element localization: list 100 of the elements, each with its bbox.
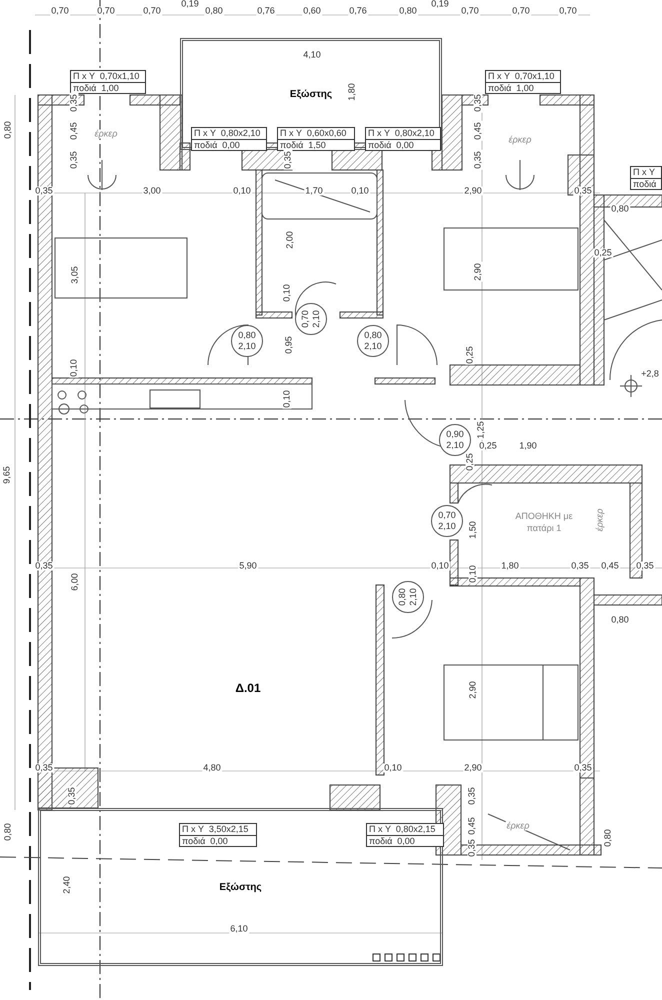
dimension-text: 0,35 <box>468 838 476 858</box>
window-spec-text: Π x Υ 0,80x2,10 <box>192 128 266 140</box>
dimension-text: 0,25 <box>466 452 474 472</box>
window-spec-tag <box>179 823 257 847</box>
dimension-text: 0,45 <box>600 562 620 570</box>
window-spec-text: ποδιά 0,00 <box>193 140 241 151</box>
dimension-text: 1,80 <box>500 562 520 570</box>
dimension-text: 0,80 <box>398 6 418 16</box>
dimension-text: 1,90 <box>518 442 538 450</box>
dimension-text: 0,35 <box>573 186 593 196</box>
dimension-text: 0,10 <box>70 358 78 378</box>
dimension-text: 9,65 <box>2 465 12 485</box>
window-spec-tag <box>277 127 355 151</box>
dimension-text: 0,35 <box>474 93 482 113</box>
dimension-text: 0,76 <box>256 6 276 16</box>
dimension-text: 0,19 <box>180 0 200 8</box>
room-name: ΑΠΟΘΗΚΗ με πατάρι 1 <box>514 510 574 534</box>
window-spec-text: ποδιά 1,50 <box>279 140 327 151</box>
balcony-area <box>180 38 442 150</box>
dimension-text: 0,25 <box>466 345 474 365</box>
dimension-text: 0,10 <box>282 283 292 303</box>
dimension-text: 0,70 <box>558 6 578 16</box>
dimension-text: 0,70 <box>50 6 70 16</box>
dimension-text: 0,80 <box>204 6 224 16</box>
door-size-text: 2,10 <box>311 310 322 328</box>
dimension-text: 1,70 <box>304 186 324 196</box>
dimension-text: 3,00 <box>142 186 162 196</box>
dimension-text: 2,00 <box>286 230 294 250</box>
balcony-area <box>38 808 443 966</box>
dimension-text: 0,80 <box>610 616 630 624</box>
dimension-text: 3,05 <box>70 265 80 285</box>
dimension-text: 1,25 <box>476 420 486 440</box>
dimension-text: 0,35 <box>70 150 78 170</box>
dimension-text: 0,35 <box>635 562 655 570</box>
dimension-text: 0,76 <box>348 6 368 16</box>
window-spec-text: Π x Υ 3,50x2,15 <box>180 824 256 836</box>
bay-window-label: έρκερ <box>596 508 604 532</box>
dimension-text: 0,25 <box>593 248 613 258</box>
dimension-text: 0,95 <box>284 335 294 355</box>
dimension-text: 0,35 <box>68 786 76 806</box>
dimension-text: 0,60 <box>302 6 322 16</box>
window-spec-text: ποδιά 1,00 <box>72 83 120 94</box>
door-size-text: 0,80 <box>364 330 382 341</box>
window-spec-tag <box>630 166 662 190</box>
window-spec-text: Π x Υ 0,70x1,10 <box>486 71 560 83</box>
dimension-text: 6,00 <box>70 572 80 592</box>
dimension-text: 0,35 <box>34 764 54 772</box>
dimension-text: 0,35 <box>573 764 593 772</box>
door-size-text: 2,10 <box>438 521 456 532</box>
window-spec-text: ποδιά 1,00 <box>487 83 535 94</box>
dimension-text: 0,10 <box>468 564 478 584</box>
dimension-text: 0,70 <box>142 6 162 16</box>
door-size-text: 2,10 <box>446 440 464 451</box>
window-spec-text: ποδιά <box>632 179 658 190</box>
window-spec-tag <box>70 70 146 94</box>
dimension-text: 4,80 <box>202 764 222 772</box>
dimension-text: 0,25 <box>478 442 498 450</box>
dimension-text: 0,35 <box>468 786 476 806</box>
dimension-text: 0,10 <box>350 186 370 196</box>
window-spec-text: ποδιά 0,00 <box>368 836 416 847</box>
window-spec-text: Π x Υ 0,80x2,10 <box>366 128 440 140</box>
dimension-text: 0,70 <box>460 6 480 16</box>
dimension-text: 0,80 <box>4 822 12 842</box>
dimension-text: +2,8 <box>640 370 660 378</box>
dimension-text: 0,35 <box>70 93 78 113</box>
dimension-text: 1,80 <box>348 82 356 102</box>
dimension-text: 5,90 <box>238 562 258 570</box>
dimension-text: 0,80 <box>610 204 630 214</box>
dimension-text: 2,90 <box>474 262 482 282</box>
door-size-text: 0,80 <box>238 330 256 341</box>
dimension-text: 0,19 <box>430 0 450 8</box>
dimension-text: 0,10 <box>383 764 403 772</box>
window-spec-text: Π x Υ <box>631 167 661 179</box>
dimension-text: 2,90 <box>468 680 478 700</box>
dimension-text: 0,70 <box>511 6 531 16</box>
door-size-text: 2,10 <box>364 341 382 352</box>
bay-window-label: έρκερ <box>94 130 118 138</box>
door-size-text: 0,80 <box>397 588 408 606</box>
dimension-text: 6,10 <box>229 924 249 934</box>
door-size-text: 2,10 <box>408 588 419 606</box>
dimension-text: 2,40 <box>62 875 72 895</box>
dimension-text: 2,90 <box>463 764 483 772</box>
door-size-text: 0,70 <box>300 310 311 328</box>
door-size-text: 0,90 <box>446 429 464 440</box>
bay-window-label: έρκερ <box>506 822 530 830</box>
dimension-text: 0,80 <box>604 828 612 848</box>
dimension-text: 0,35 <box>34 186 54 196</box>
dimension-text: 0,10 <box>232 186 252 196</box>
window-spec-tag <box>365 127 441 151</box>
dimension-text: 0,35 <box>284 150 292 170</box>
room-name: Εξώστης <box>219 880 262 894</box>
dimension-text: 0,10 <box>430 562 450 570</box>
room-name: Εξώστης <box>290 88 332 102</box>
bay-window-label: έρκερ <box>508 136 532 144</box>
window-spec-tag <box>485 70 561 94</box>
dimension-text: 1,50 <box>468 520 478 540</box>
dimension-text: 4,10 <box>302 50 322 60</box>
dimension-text: 0,45 <box>70 121 78 141</box>
window-spec-tag <box>191 127 267 151</box>
window-spec-text: ποδιά 0,00 <box>367 140 415 151</box>
